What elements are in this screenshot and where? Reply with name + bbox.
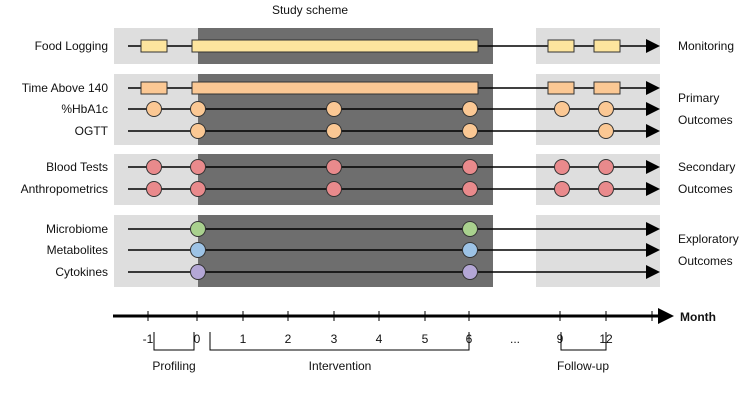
diagram-title: Study scheme [272,3,348,17]
arrow-head-icon [646,124,660,138]
row-label: Time Above 140 [22,81,109,95]
measurement-point [146,101,162,117]
timeline-row: Time Above 140 [22,81,660,95]
axis-tick-label: 0 [194,332,201,346]
measurement-point [598,123,614,139]
outcome-group-label: Outcomes [678,182,733,196]
measurement-point [326,159,342,175]
phase-label: Intervention [309,359,372,373]
phase-bracket [153,332,195,351]
measurement-point [190,221,206,237]
axis-tick-label: 2 [285,332,292,346]
measurement-period-bar [593,39,621,53]
phase-label: Follow-up [557,359,609,373]
measurement-point [554,101,570,117]
measurement-point [554,159,570,175]
axis-tick-label: 4 [376,332,383,346]
measurement-point [190,264,206,280]
outcome-group-label: Outcomes [678,254,733,268]
axis-tick-label: 3 [331,332,338,346]
row-label: Metabolites [47,243,108,257]
measurement-point [598,181,614,197]
follow-up-panel [536,154,660,205]
measurement-point [554,181,570,197]
timeline-row: Blood Tests [46,159,660,175]
arrow-head-icon [646,222,660,236]
row-label: Food Logging [35,39,108,53]
measurement-point [190,242,206,258]
measurement-period-bar [191,81,479,95]
timeline-row: Microbiome [46,221,660,237]
measurement-point [146,159,162,175]
timeline-row: Metabolites [47,242,660,258]
outcome-group-label: Exploratory [678,232,739,246]
follow-up-panel [536,215,660,287]
axis-label: Month [680,310,716,324]
axis-arrow-icon [658,308,674,324]
arrow-head-icon [646,265,660,279]
row-label: Microbiome [46,222,108,236]
outcome-group-label: Secondary [678,160,735,174]
measurement-point [462,123,478,139]
measurement-period-bar [547,39,575,53]
row-label: Anthropometrics [21,182,108,196]
intervention-panel [198,215,493,287]
arrow-head-icon [646,81,660,95]
axis-tick-label: 9 [557,332,564,346]
phase-bracket [209,332,470,351]
axis-tick-label: 1 [240,332,247,346]
row-label: %HbA1c [61,102,108,116]
measurement-point [326,181,342,197]
measurement-point [598,159,614,175]
measurement-point [190,123,206,139]
arrow-head-icon [646,160,660,174]
row-label: Cytokines [55,265,108,279]
axis-tick-label: -1 [143,332,154,346]
timeline-row: OGTT [75,123,660,139]
timeline-row: Cytokines [55,264,660,280]
timeline-row: %HbA1c [61,101,660,117]
measurement-period-bar [547,81,575,95]
measurement-point [462,181,478,197]
measurement-point [146,181,162,197]
axis-tick-label: 5 [422,332,429,346]
measurement-period-bar [140,39,168,53]
arrow-head-icon [646,182,660,196]
measurement-period-bar [140,81,168,95]
measurement-point [190,101,206,117]
measurement-point [462,242,478,258]
phase-bracket [560,332,607,351]
outcome-group-label: Outcomes [678,113,733,127]
measurement-point [190,159,206,175]
measurement-period-bar [191,39,479,53]
intervention-panel [198,154,493,205]
measurement-point [326,123,342,139]
phase-label: Profiling [152,359,195,373]
row-label: OGTT [75,124,109,138]
row-label: Blood Tests [46,160,108,174]
measurement-point [462,221,478,237]
outcome-group-label: Monitoring [678,39,734,53]
measurement-point [190,181,206,197]
measurement-period-bar [593,81,621,95]
arrow-head-icon [646,102,660,116]
timeline-row: Food Logging [35,39,660,53]
measurement-point [462,101,478,117]
outcome-group-label: Primary [678,91,719,105]
measurement-point [462,159,478,175]
measurement-point [598,101,614,117]
axis-tick-label: ... [510,332,520,346]
arrow-head-icon [646,39,660,53]
arrow-head-icon [646,243,660,257]
timeline-row: Anthropometrics [21,181,660,197]
measurement-point [462,264,478,280]
measurement-point [326,101,342,117]
